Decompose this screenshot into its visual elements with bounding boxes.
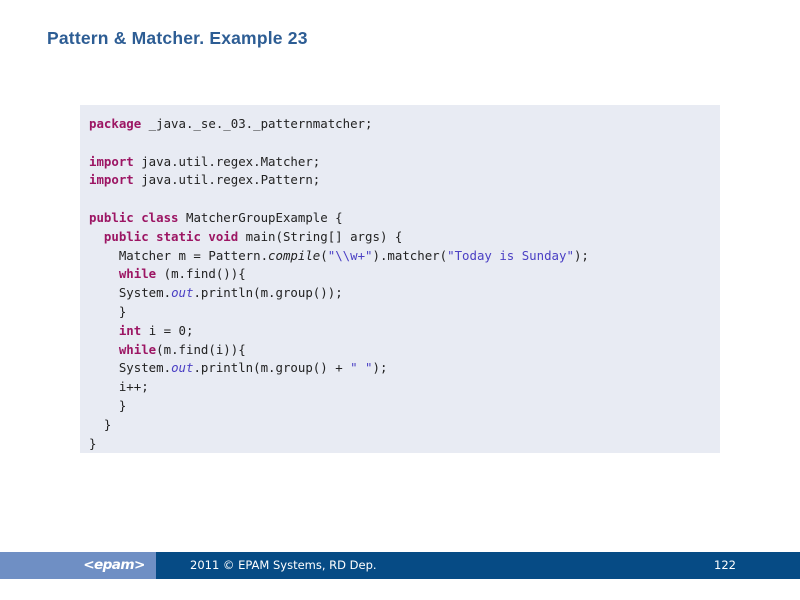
code-text: System. xyxy=(89,360,172,376)
code-text: ( xyxy=(320,247,328,263)
code-text xyxy=(89,266,119,281)
code-line xyxy=(89,134,720,153)
code-line: public class MatcherGroupExample { xyxy=(89,209,720,228)
footer-copyright: 2011 © EPAM Systems, RD Dep. xyxy=(190,558,377,572)
code-line: } xyxy=(89,397,720,416)
code-string: " " xyxy=(350,360,373,376)
code-line: System.out.println(m.group()); xyxy=(89,284,720,303)
code-line: package _java._se._03._patternmatcher; xyxy=(89,115,720,134)
page-title: Pattern & Matcher. Example 23 xyxy=(47,28,308,48)
code-line: while(m.find(i)){ xyxy=(89,341,720,360)
code-text: i = 0; xyxy=(141,322,194,338)
code-text: ); xyxy=(372,360,388,376)
code-text: .println(m.group()); xyxy=(193,285,343,301)
code-keyword: while xyxy=(118,341,157,357)
code-keyword: import xyxy=(89,172,134,188)
code-method: compile xyxy=(268,247,321,263)
code-text: ); xyxy=(573,247,589,263)
slide-footer: <epam> 2011 © EPAM Systems, RD Dep. 122 xyxy=(0,552,800,579)
page-number: 122 xyxy=(714,558,736,572)
code-line xyxy=(89,190,720,209)
footer-info-band xyxy=(156,552,800,579)
code-field: out xyxy=(171,360,194,376)
code-line: import java.util.regex.Pattern; xyxy=(89,171,720,190)
code-text: main(String[] args) { xyxy=(238,228,403,244)
code-text: } xyxy=(89,416,112,432)
code-field: out xyxy=(171,285,194,301)
code-text: Matcher m = Pattern. xyxy=(89,247,269,263)
code-keyword: public static void xyxy=(103,228,239,244)
code-text xyxy=(89,323,119,338)
code-block: package _java._se._03._patternmatcher; i… xyxy=(80,105,720,453)
code-text: } xyxy=(89,435,97,451)
code-line: public static void main(String[] args) { xyxy=(89,228,720,247)
epam-logo: <epam> xyxy=(83,558,145,573)
code-keyword: int xyxy=(118,322,142,338)
code-text: java.util.regex.Matcher; xyxy=(133,153,321,169)
code-line: } xyxy=(89,435,720,453)
code-keyword: while xyxy=(118,266,157,282)
code-line: import java.util.regex.Matcher; xyxy=(89,153,720,172)
code-text: java.util.regex.Pattern; xyxy=(133,172,321,188)
code-text: (m.find(i)){ xyxy=(156,341,246,357)
footer-logo-band xyxy=(0,552,156,579)
code-text xyxy=(89,342,119,357)
code-text: (m.find()){ xyxy=(156,266,246,282)
code-line: } xyxy=(89,303,720,322)
code-string: "\\w+" xyxy=(327,247,373,263)
code-line: int i = 0; xyxy=(89,322,720,341)
code-text: System. xyxy=(89,285,172,301)
code-text: ).matcher( xyxy=(372,247,448,263)
code-text: .println(m.group() + xyxy=(193,360,351,376)
code-listing: package _java._se._03._patternmatcher; i… xyxy=(89,115,720,453)
code-text xyxy=(89,229,104,244)
code-line: System.out.println(m.group() + " "); xyxy=(89,359,720,378)
code-string: "Today is Sunday" xyxy=(447,247,574,263)
code-line: Matcher m = Pattern.compile("\\w+").matc… xyxy=(89,247,720,266)
code-text: } xyxy=(89,397,127,413)
code-text: _java._se._03._patternmatcher; xyxy=(141,116,373,131)
code-line: i++; xyxy=(89,378,720,397)
code-line: } xyxy=(89,416,720,435)
code-keyword: package xyxy=(89,116,142,131)
code-text: MatcherGroupExample { xyxy=(178,209,343,225)
code-keyword: public class xyxy=(89,209,179,225)
code-keyword: import xyxy=(89,153,134,169)
code-line: while (m.find()){ xyxy=(89,265,720,284)
code-text: i++; xyxy=(89,379,149,395)
code-text: } xyxy=(89,303,127,319)
